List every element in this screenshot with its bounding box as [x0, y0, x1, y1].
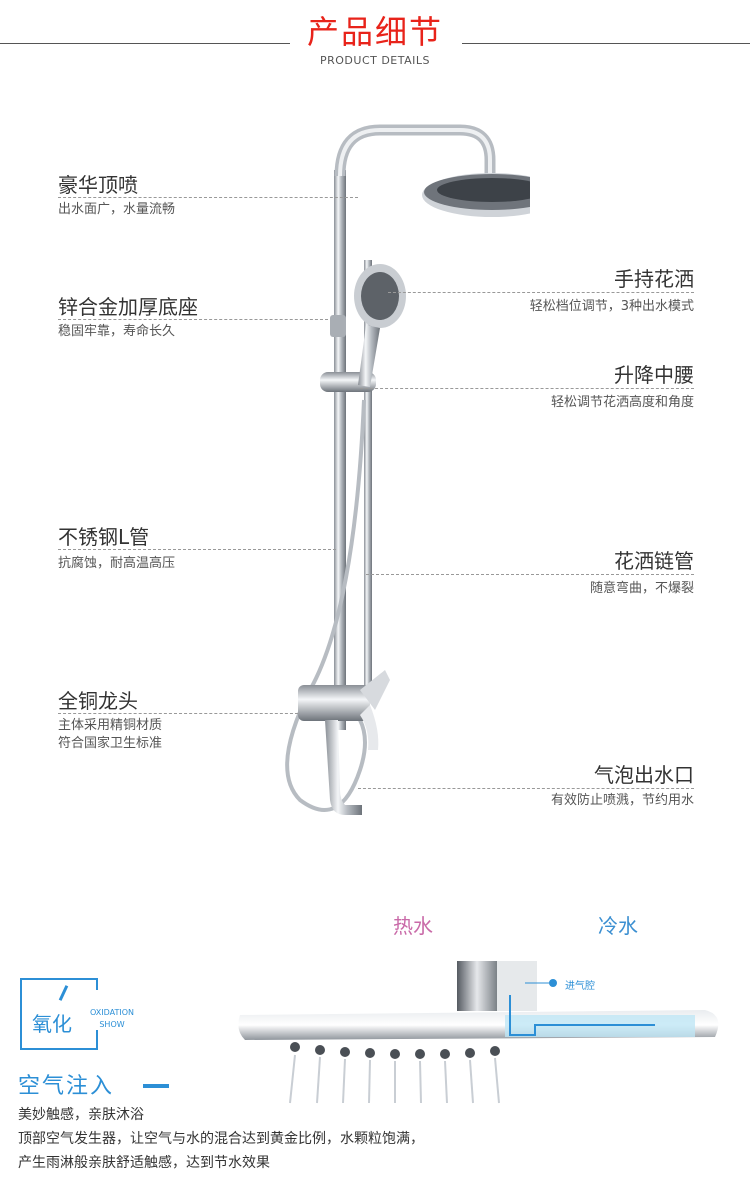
feature-desc-hose: 随意弯曲，不爆裂	[589, 581, 694, 596]
feature-desc-copper-faucet-2: 符合国家卫生标准	[58, 736, 163, 751]
air-injection-para-2: 产生雨淋般亲肤舒适触感，达到节水效果	[18, 1155, 270, 1171]
feature-title-zinc-base: 锌合金加厚底座	[58, 295, 198, 319]
page-title: 产品细节	[306, 13, 443, 51]
feature-dashline	[58, 713, 298, 714]
feature-desc-lifting-mid: 轻松调节花洒高度和角度	[550, 395, 694, 410]
feature-title-steel-pipe: 不锈钢L管	[58, 525, 150, 549]
feature-dashline	[360, 388, 694, 389]
air-injection-subtitle: 美妙触感，亲肤沐浴	[18, 1107, 144, 1123]
oxidation-badge-gap	[82, 990, 102, 1030]
feature-desc-steel-pipe: 抗腐蚀，耐高温高压	[58, 556, 176, 571]
oxidation-title: 氧化	[32, 1012, 72, 1036]
oxidation-english: OXIDATION SHOW	[86, 1007, 138, 1031]
page-subtitle: PRODUCT DETAILS	[319, 54, 431, 67]
feature-title-lifting-mid: 升降中腰	[614, 363, 694, 387]
air-injection-para-1: 顶部空气发生器，让空气与水的混合达到黄金比例，水颗粒饱满，	[18, 1131, 424, 1147]
feature-title-bubbler: 气泡出水口	[594, 763, 694, 787]
feature-title-hand-shower: 手持花洒	[614, 267, 694, 291]
cold-water-label: 冷水	[598, 914, 638, 938]
hot-water-label: 热水	[393, 914, 433, 938]
shower-head-cross-section	[238, 961, 719, 1104]
feature-dashline	[358, 788, 694, 789]
oxidation-en-line1: OXIDATION	[89, 1008, 135, 1017]
feature-desc-bubbler: 有效防止喷溅，节约用水	[550, 793, 694, 808]
inlet-label: 进气腔	[565, 981, 595, 992]
air-injection-bar	[143, 1084, 169, 1088]
feature-title-top-shower: 豪华顶喷	[58, 173, 138, 197]
oxidation-en-line2: SHOW	[99, 1020, 125, 1029]
feature-desc-copper-faucet-1: 主体采用精铜材质	[58, 718, 163, 733]
feature-dashline	[388, 292, 694, 293]
feature-title-hose: 花洒链管	[614, 549, 694, 573]
feature-desc-top-shower: 出水面广，水量流畅	[58, 202, 176, 217]
feature-desc-zinc-base: 稳固牢靠，寿命长久	[58, 324, 176, 339]
header-rule-left	[0, 43, 290, 44]
feature-dashline	[366, 574, 694, 575]
header-rule-right	[462, 43, 750, 44]
feature-title-copper-faucet: 全铜龙头	[58, 689, 138, 713]
feature-dashline	[58, 549, 336, 550]
feature-dashline	[58, 319, 328, 320]
feature-desc-hand-shower: 轻松档位调节，3种出水模式	[529, 299, 694, 314]
air-injection-title: 空气注入	[18, 1074, 115, 1099]
feature-dashline	[58, 197, 358, 198]
shower-system-image	[285, 124, 530, 815]
